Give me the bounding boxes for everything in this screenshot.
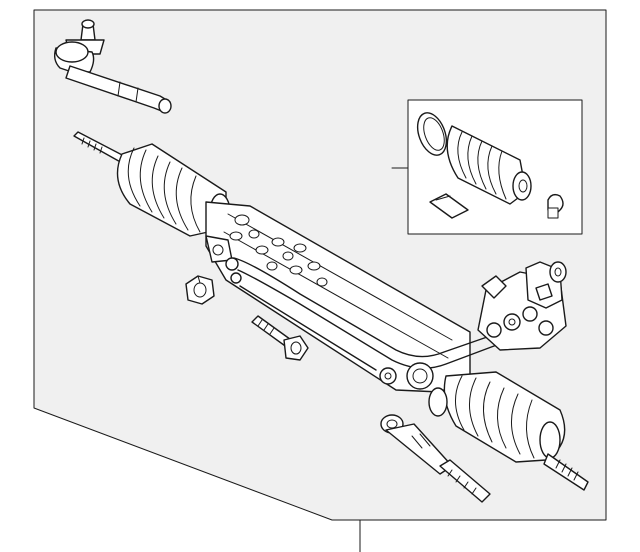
boot-kit-inset[interactable] — [391, 99, 583, 235]
inner-tie-rod[interactable] — [380, 414, 491, 503]
steering-gear-assembly[interactable] — [73, 131, 589, 491]
right-rod-shaft — [543, 453, 589, 491]
lock-nut[interactable] — [185, 275, 215, 305]
outer-tie-rod-end[interactable] — [53, 19, 172, 114]
right-boot — [428, 371, 566, 463]
inset-boot — [446, 125, 532, 205]
panel-border — [33, 9, 607, 521]
mounting-eye — [379, 362, 434, 390]
valve-body — [477, 261, 567, 351]
mounting-bolt[interactable] — [251, 315, 309, 361]
